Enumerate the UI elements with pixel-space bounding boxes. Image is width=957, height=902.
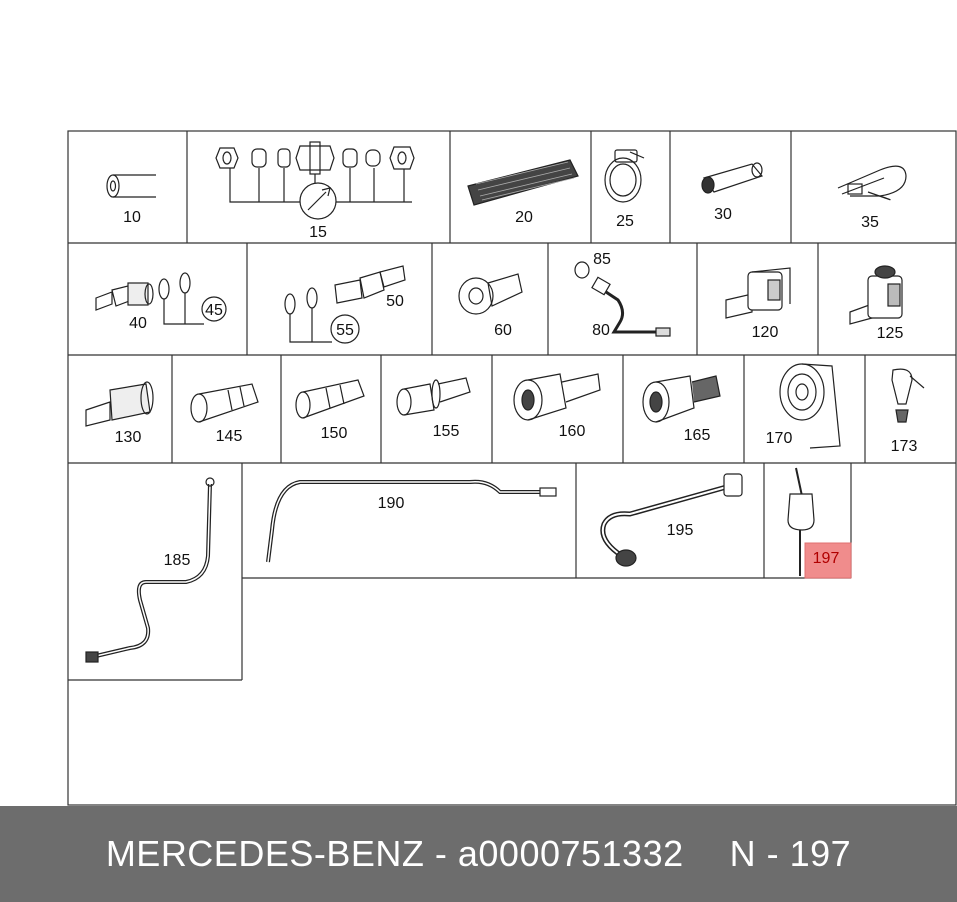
label-170: 170 [766, 430, 793, 447]
diagram-frame [67, 130, 957, 806]
label-25: 25 [616, 213, 634, 230]
label-80: 80 [592, 322, 610, 339]
part-195-fuel-line-icon [600, 473, 743, 567]
part-165-connector-icon [642, 375, 721, 423]
part-155-connector-icon [396, 377, 471, 416]
footer-separator: - [434, 833, 448, 874]
label-20: 20 [515, 209, 533, 226]
part-120-quick-connector-icon [725, 267, 791, 319]
part-150-connector-icon [295, 379, 365, 419]
part-20-corrugated-tube-icon [467, 159, 579, 206]
label-165: 165 [684, 427, 711, 444]
label-195: 195 [667, 522, 694, 539]
label-130: 130 [115, 429, 142, 446]
part-85-o-ring-icon [574, 261, 590, 279]
part-15-fittings-icon [215, 141, 415, 220]
parts-diagram: 10 15 20 25 30 35 40 45 50 55 60 80 85 1… [67, 130, 957, 806]
part-170-tape-roll-icon [779, 363, 841, 449]
label-50: 50 [386, 293, 404, 310]
footer-bar: MERCEDES-BENZ - a0000751332 N - 197 [0, 806, 957, 902]
part-45-o-rings-icon [158, 272, 227, 325]
label-185: 185 [164, 552, 191, 569]
part-197-fuel-filter-icon [787, 467, 815, 576]
label-155: 155 [433, 423, 460, 440]
part-145-connector-icon [190, 383, 259, 423]
label-55: 55 [336, 322, 354, 339]
part-173-clip-icon [891, 368, 925, 423]
part-40-hose-connector-icon [95, 282, 154, 311]
part-80-pipe-icon [591, 276, 671, 337]
label-10: 10 [123, 209, 141, 226]
label-15: 15 [309, 224, 327, 241]
part-160-connector-icon [513, 373, 601, 421]
part-55-o-rings-icon [284, 287, 360, 344]
label-60: 60 [494, 322, 512, 339]
label-197: 197 [813, 550, 840, 567]
label-160: 160 [559, 423, 586, 440]
part-60-banjo-fitting-icon [458, 273, 523, 315]
label-40: 40 [129, 315, 147, 332]
label-45: 45 [205, 302, 223, 319]
label-30: 30 [714, 206, 732, 223]
footer-ref: N - 197 [729, 833, 852, 874]
label-190: 190 [378, 495, 405, 512]
part-50-connector-icon [334, 265, 406, 304]
highlight-box [804, 542, 852, 579]
label-150: 150 [321, 425, 348, 442]
label-173: 173 [891, 438, 918, 455]
part-130-connector-icon [85, 381, 154, 427]
label-85: 85 [593, 251, 611, 268]
part-35-cable-tie-icon [837, 165, 907, 201]
part-190-fuel-line-icon [266, 479, 557, 563]
part-30-grommet-icon [701, 162, 764, 194]
label-35: 35 [861, 214, 879, 231]
part-10-sleeve-icon [106, 174, 156, 198]
label-120: 120 [752, 324, 779, 341]
part-185-fuel-line-icon [85, 477, 215, 663]
part-25-clamp-icon [604, 149, 645, 203]
footer-brand: MERCEDES-BENZ [105, 833, 425, 874]
part-125-connector-icon [849, 265, 903, 325]
label-145: 145 [216, 428, 243, 445]
label-125: 125 [877, 325, 904, 342]
footer-part-number: a0000751332 [457, 833, 684, 874]
